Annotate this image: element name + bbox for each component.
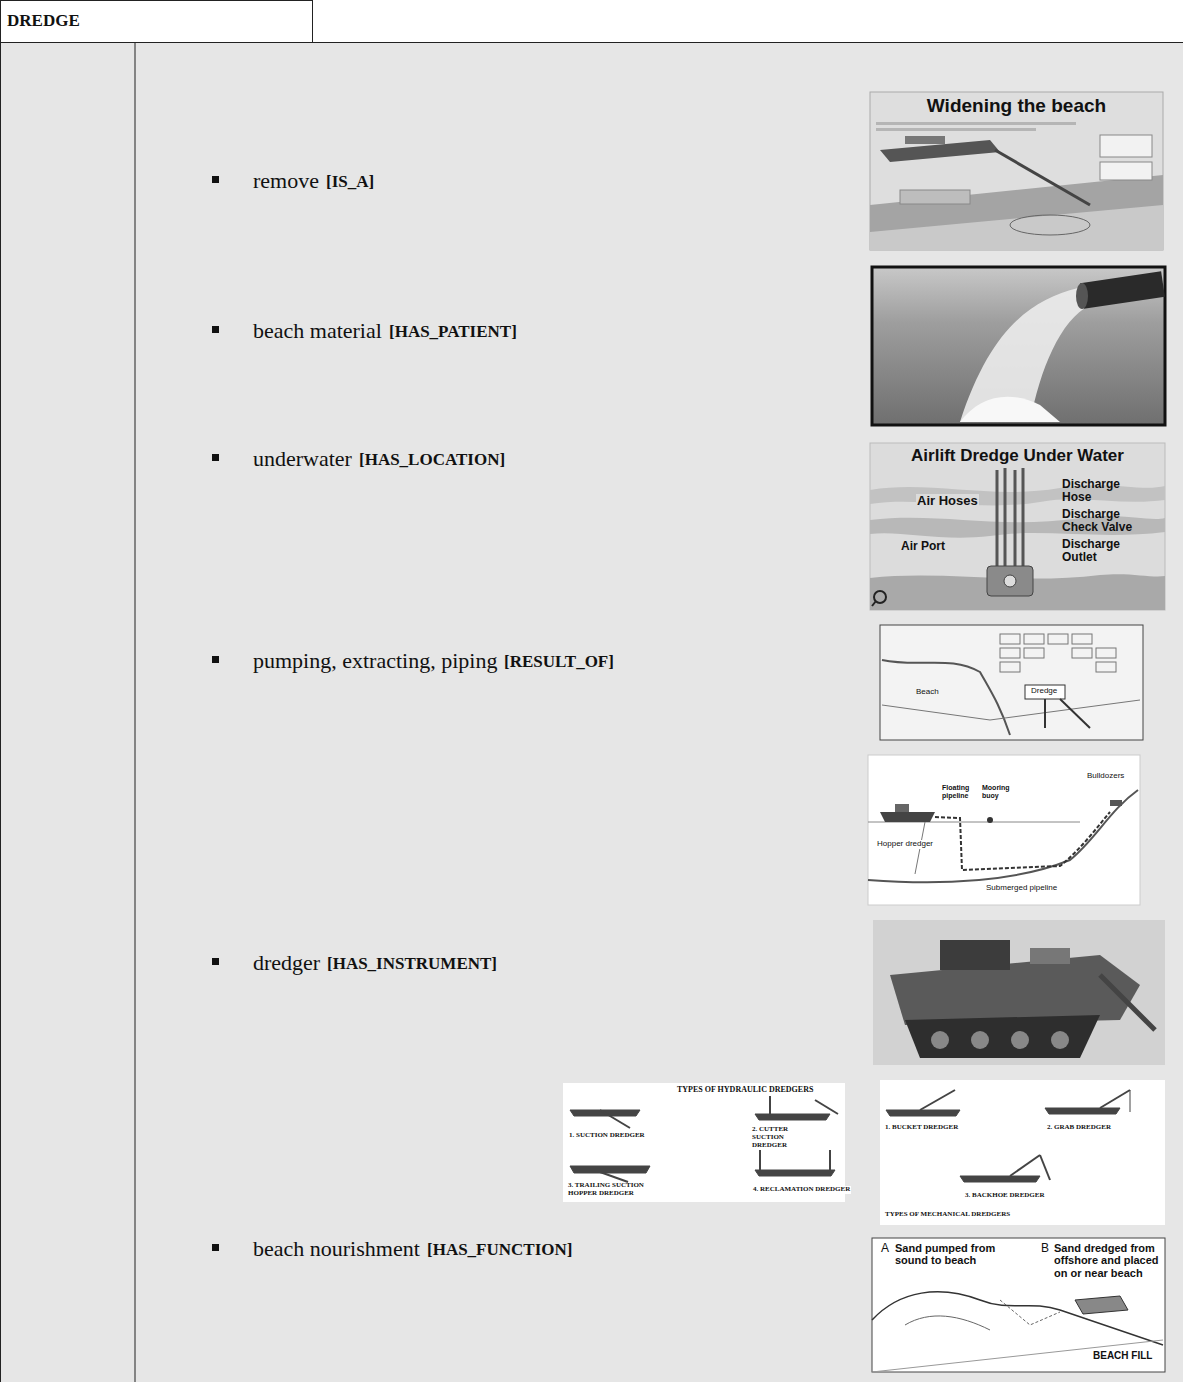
dredge-site-map [880,625,1143,740]
concept-term: pumping, extracting, piping [253,648,497,674]
illustration-label: A [880,1242,890,1255]
illustration-label: Mooring buoy [982,784,1012,800]
concept-term: underwater [253,446,352,472]
illustration-label: TYPES OF HYDRAULIC DREDGERS [676,1086,814,1095]
illustration-label: Sand dredged from offshore and placed on… [1054,1242,1160,1279]
column-rule [135,42,136,1382]
widening-beach-illustration [870,92,1163,250]
illustration-label: 1. BUCKET DREDGER [884,1124,959,1132]
illustration-label: Sand pumped from sound to beach [895,1242,1010,1267]
illustration-label: Floating pipeline [942,784,978,800]
illustration-label: 3. TRAILING SUCTION HOPPER DREDGER [568,1182,648,1198]
concept-term: dredger [253,950,320,976]
relation-tag: [HAS_PATIENT] [389,322,517,342]
illustration-label: Bulldozers [1086,772,1125,781]
hopper-dredger-illustration [868,755,1140,905]
illustration-label: Air Port [900,540,946,553]
illustration-label: Discharge Check Valve [1062,508,1154,535]
relation-tag: [HAS_FUNCTION] [427,1240,572,1260]
illustration-label: 4. RECLAMATION DREDGER [752,1186,851,1194]
illustration-label: B [1040,1242,1050,1255]
illustration-label: 2. CUTTER SUCTION DREDGER [752,1126,818,1149]
illustration-label: TYPES OF MECHANICAL DREDGERS [884,1211,1011,1219]
concept-term: beach material [253,318,382,344]
relation-tag: [HAS_INSTRUMENT] [327,954,497,974]
panel-ground [0,42,1183,1382]
illustration-label: 2. GRAB DREDGER [1046,1124,1112,1132]
illustration-label: BEACH FILL [1092,1350,1153,1361]
dredger-photo [873,920,1165,1065]
illustration-label: 1. SUCTION DREDGER [568,1132,646,1140]
illustration-label: Air Hoses [916,494,979,509]
hydraulic-dredgers-chart [563,1083,845,1202]
concept-term: remove [253,168,319,194]
illustration-label: Widening the beach [870,95,1163,116]
header-cell: DREDGE [0,0,313,42]
mechanical-dredgers-chart [880,1080,1165,1225]
bullet-marks [212,176,219,1251]
illustration-label: Hopper dredger [876,840,934,849]
illustration-label: Dredge [1030,687,1058,696]
header-text: DREDGE [7,11,80,31]
illustration-label: Discharge Outlet [1062,538,1142,565]
relation-tag: [IS_A] [326,172,374,192]
illustration-label: Airlift Dredge Under Water [870,446,1165,465]
illustration-label: Submerged pipeline [985,884,1058,893]
relation-tag: [RESULT_OF] [504,652,614,672]
airlift-dredge-illustration [870,443,1165,610]
relation-tag: [HAS_LOCATION] [359,450,505,470]
illustration-label: 3. BACKHOE DREDGER [964,1192,1046,1200]
content-panel: remove [IS_A]beach material [HAS_PATIENT]u… [0,42,1183,1382]
concept-term: beach nourishment [253,1236,420,1262]
beach-fill-illustration [872,1238,1165,1372]
illustration-label: Discharge Hose [1062,478,1132,505]
discharge-pipe-photo [872,267,1165,425]
illustration-label: Beach [915,688,940,697]
